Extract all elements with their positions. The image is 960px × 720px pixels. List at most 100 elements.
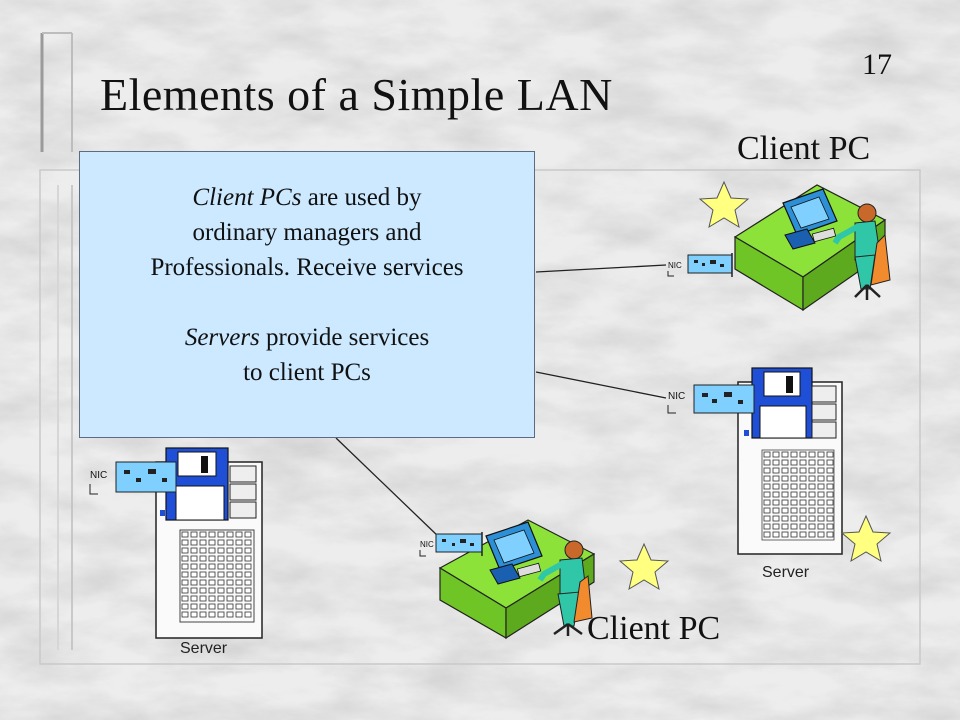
vent-slot <box>208 531 216 538</box>
vent-slot <box>826 523 834 530</box>
vent-slot <box>217 563 225 570</box>
vent-slot <box>244 571 252 578</box>
vent-slot <box>799 483 807 490</box>
vent-slot <box>199 579 207 586</box>
vent-slot <box>763 499 771 506</box>
vent-slot <box>790 459 798 466</box>
vent-slot <box>799 507 807 514</box>
vent-slot <box>181 531 189 538</box>
vent-slot <box>226 547 234 554</box>
vent-slot <box>235 611 243 618</box>
vent-slot <box>826 531 834 538</box>
vent-slot <box>763 491 771 498</box>
vent-slot <box>244 603 252 610</box>
vent-slot <box>799 531 807 538</box>
vent-slot <box>235 531 243 538</box>
vent-slot <box>808 515 816 522</box>
vent-slot <box>181 539 189 546</box>
vent-slot <box>763 523 771 530</box>
vent-slot <box>790 531 798 538</box>
vent-slot <box>226 611 234 618</box>
vent-slot <box>763 475 771 482</box>
vent-slot <box>235 555 243 562</box>
vent-slot <box>763 507 771 514</box>
vent-slot <box>199 595 207 602</box>
vent-slot <box>244 587 252 594</box>
vent-slot <box>217 555 225 562</box>
vent-slot <box>772 531 780 538</box>
vent-slot <box>772 483 780 490</box>
vent-slot <box>790 451 798 458</box>
vent-slot <box>199 611 207 618</box>
vent-slot <box>190 603 198 610</box>
nic-label: NIC <box>668 391 685 402</box>
callout-line-4: Servers provide services <box>184 324 430 351</box>
vent-slot <box>208 555 216 562</box>
vent-slot <box>763 531 771 538</box>
vent-slot <box>817 531 825 538</box>
vent-slot <box>244 563 252 570</box>
vent-slot <box>181 563 189 570</box>
vent-slot <box>799 499 807 506</box>
client-pc-label-bottom: Client PC <box>587 610 721 647</box>
vent-slot <box>808 467 816 474</box>
vent-slot <box>190 611 198 618</box>
vent-slot <box>181 571 189 578</box>
vent-slot <box>244 539 252 546</box>
vent-slot <box>208 595 216 602</box>
vent-slot <box>826 475 834 482</box>
vent-slot <box>199 555 207 562</box>
vent-slot <box>826 491 834 498</box>
vent-slot <box>817 475 825 482</box>
vent-slot <box>226 563 234 570</box>
vent-slot <box>799 467 807 474</box>
vent-slot <box>790 499 798 506</box>
vent-slot <box>181 587 189 594</box>
vent-slot <box>781 499 789 506</box>
vent-slot <box>190 563 198 570</box>
vent-slot <box>799 459 807 466</box>
vent-slot <box>808 459 816 466</box>
vent-slot <box>772 507 780 514</box>
vent-slot <box>826 499 834 506</box>
vent-slot <box>217 579 225 586</box>
vent-slot <box>226 531 234 538</box>
vent-slot <box>181 595 189 602</box>
vent-slot <box>199 587 207 594</box>
vent-slot <box>244 547 252 554</box>
vent-slot <box>790 515 798 522</box>
vent-slot <box>763 459 771 466</box>
network-cables <box>335 264 667 539</box>
vent-slot <box>790 475 798 482</box>
star-icon <box>619 543 669 590</box>
vent-slot <box>235 539 243 546</box>
vent-slot <box>199 603 207 610</box>
vent-slot <box>781 451 789 458</box>
vent-slot <box>772 523 780 530</box>
vent-slot <box>217 531 225 538</box>
nic-card-top: NIC <box>667 253 733 277</box>
vent-slot <box>808 491 816 498</box>
vent-slot <box>763 467 771 474</box>
vent-slot <box>226 555 234 562</box>
vent-slot <box>799 515 807 522</box>
client-pc-bottom <box>438 519 596 640</box>
vent-slot <box>781 459 789 466</box>
vent-slot <box>772 467 780 474</box>
vent-slot <box>808 451 816 458</box>
vent-slot <box>226 587 234 594</box>
server-caption-left: Server <box>180 640 228 657</box>
nic-label: NIC <box>668 261 682 270</box>
vent-slot <box>808 531 816 538</box>
vent-slot <box>235 579 243 586</box>
vent-slot <box>826 507 834 514</box>
vent-slot <box>808 523 816 530</box>
vent-slot <box>226 571 234 578</box>
vent-slot <box>790 523 798 530</box>
star-icon <box>841 515 891 562</box>
vent-slot <box>790 483 798 490</box>
vent-slot <box>790 507 798 514</box>
vent-slot <box>817 483 825 490</box>
slide-title: Elements of a Simple LAN <box>100 69 613 120</box>
vent-slot <box>217 611 225 618</box>
